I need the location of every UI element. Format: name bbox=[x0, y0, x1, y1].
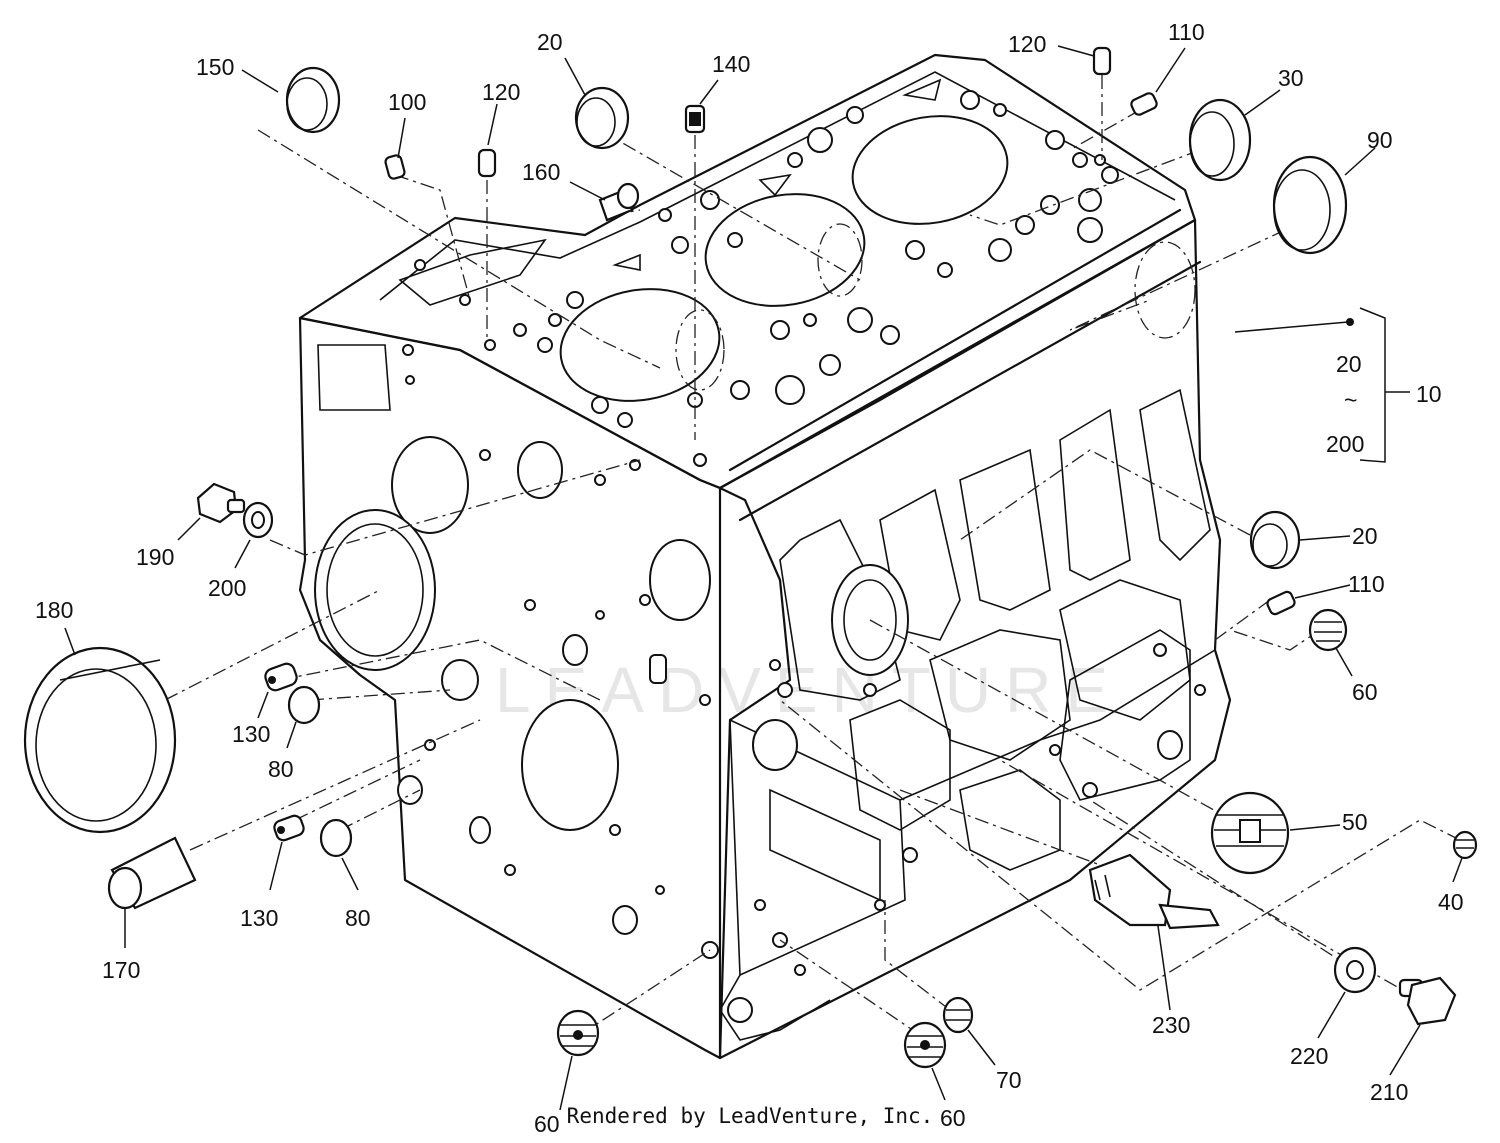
range-from: 20 bbox=[1336, 351, 1362, 377]
part-150-plug bbox=[285, 66, 341, 134]
callout-170: 170 bbox=[102, 957, 140, 983]
part-30-plug bbox=[1188, 98, 1252, 182]
part-50-plug bbox=[1210, 791, 1290, 875]
range-tilde: ~ bbox=[1344, 387, 1357, 413]
callout-130: 130 bbox=[232, 721, 270, 747]
part-170-sleeve bbox=[107, 836, 197, 910]
callout-220: 220 bbox=[1290, 1043, 1328, 1069]
part-120-pin-right bbox=[1092, 46, 1112, 76]
callout-40: 40 bbox=[1438, 889, 1464, 915]
callout-30: 30 bbox=[1278, 65, 1304, 91]
range-to: 200 bbox=[1326, 431, 1364, 457]
part-160-bolt bbox=[598, 182, 640, 222]
part-60-plug-right bbox=[1308, 608, 1348, 652]
part-110-dowel-top bbox=[1130, 92, 1158, 116]
callout-120: 120 bbox=[482, 79, 520, 105]
part-100-pin bbox=[384, 154, 406, 180]
callout-180: 180 bbox=[35, 597, 73, 623]
callout-80-lower: 80 bbox=[345, 905, 371, 931]
loose-parts bbox=[23, 46, 1478, 1069]
callout-20: 20 bbox=[537, 29, 563, 55]
callout-20-right: 20 bbox=[1352, 523, 1378, 549]
part-130-pin-lower bbox=[273, 814, 305, 842]
part-80-plug-upper bbox=[287, 685, 321, 725]
part-20-plug-right bbox=[1249, 510, 1301, 570]
part-230-oil-pressure-switch bbox=[1088, 853, 1220, 930]
callout-60-lower-left: 60 bbox=[534, 1111, 560, 1137]
callout-110: 110 bbox=[1168, 19, 1205, 45]
part-70-plug bbox=[942, 996, 974, 1034]
part-80-plug-lower bbox=[319, 818, 353, 858]
part-110-dowel-right bbox=[1266, 590, 1296, 616]
part-190-plug-bolt bbox=[196, 482, 246, 524]
callout-60-right: 60 bbox=[1352, 679, 1378, 705]
callout-10-assembly: 10 bbox=[1416, 381, 1442, 407]
callout-120-right: 120 bbox=[1008, 31, 1046, 57]
callout-190: 190 bbox=[136, 544, 174, 570]
assembly-bracket bbox=[1359, 307, 1410, 463]
part-90-plug bbox=[1272, 155, 1348, 255]
footer-credit: Rendered by LeadVenture, Inc. bbox=[566, 1104, 934, 1128]
callout-labels: 150 100 120 20 140 160 120 110 30 90 190… bbox=[35, 19, 1464, 1137]
part-180-oil-seal bbox=[23, 646, 177, 834]
part-200-washer bbox=[242, 501, 274, 539]
part-120-pin-left bbox=[477, 148, 497, 178]
part-20-plug-top bbox=[574, 86, 630, 150]
callout-70: 70 bbox=[996, 1067, 1022, 1093]
part-130-pin-upper bbox=[264, 662, 298, 692]
callout-80: 80 bbox=[268, 756, 294, 782]
part-210-plug-bolt bbox=[1398, 976, 1457, 1026]
callout-130-lower: 130 bbox=[240, 905, 278, 931]
callout-100: 100 bbox=[388, 89, 426, 115]
cylinder-block bbox=[298, 53, 1232, 1060]
callout-60-lower-mid: 60 bbox=[940, 1105, 966, 1131]
callout-50: 50 bbox=[1342, 809, 1368, 835]
callout-160: 160 bbox=[522, 159, 560, 185]
callout-200: 200 bbox=[208, 575, 246, 601]
callout-140: 140 bbox=[712, 51, 750, 77]
callout-230: 230 bbox=[1152, 1012, 1190, 1038]
part-40-set-screw bbox=[1452, 830, 1478, 860]
assembly-lines bbox=[164, 75, 1461, 1036]
part-220-washer bbox=[1333, 946, 1377, 994]
part-60-plug-lower-mid bbox=[903, 1021, 947, 1069]
callout-150: 150 bbox=[196, 54, 234, 80]
callout-110-right: 110 bbox=[1348, 571, 1385, 597]
callout-90: 90 bbox=[1367, 127, 1393, 153]
part-60-plug-lower-left bbox=[556, 1009, 600, 1057]
callout-210: 210 bbox=[1370, 1079, 1408, 1105]
part-140-plug bbox=[684, 104, 706, 134]
leader-lines bbox=[64, 45, 1463, 1111]
